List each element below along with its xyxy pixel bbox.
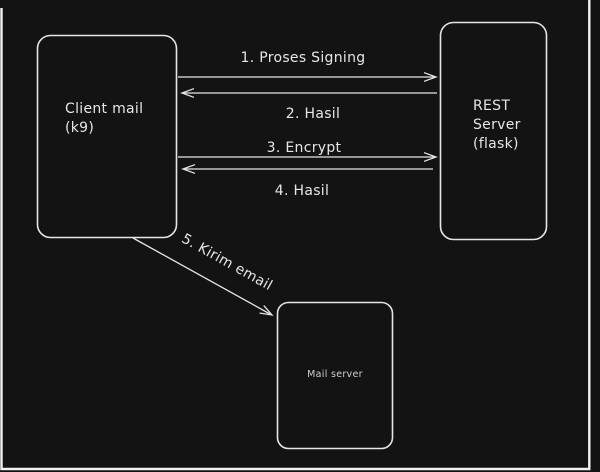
edge-5-line <box>132 237 271 315</box>
edge-2-label: 2. Hasil <box>286 106 340 122</box>
edge-4-hasil: 4. Hasil <box>181 164 433 199</box>
node-rest-server: REST Server (flask) <box>439 21 548 241</box>
rest-server-box <box>439 21 548 241</box>
edge-2-hasil: 2. Hasil <box>180 88 437 122</box>
client-mail-label-line2: (k9) <box>65 120 94 136</box>
rest-server-label-line1: REST <box>473 98 510 114</box>
edge-1-arrowhead-right <box>423 72 438 82</box>
client-mail-label-line1: Client mail <box>65 101 143 117</box>
mail-server-label: Mail server <box>307 369 363 380</box>
edge-5-label: 5. Kirim email <box>179 231 275 294</box>
rest-server-label-line3: (flask) <box>473 136 519 152</box>
edge-4-arrowhead-left <box>181 164 196 174</box>
node-mail-server: Mail server <box>276 301 394 450</box>
edge-2-arrowhead-left <box>180 88 195 98</box>
edge-5-arrowhead <box>259 305 274 316</box>
mail-server-box <box>276 301 394 450</box>
edge-3-arrowhead-right <box>423 152 438 162</box>
node-client-mail: Client mail (k9) <box>36 34 178 239</box>
rest-server-label-line2: Server <box>473 117 521 133</box>
edge-5-kirim-email: 5. Kirim email <box>132 231 275 316</box>
client-mail-box <box>36 34 178 239</box>
edge-1-proses-signing: 1. Proses Signing <box>178 50 438 82</box>
edge-1-label: 1. Proses Signing <box>241 50 366 66</box>
edge-3-label: 3. Encrypt <box>267 140 342 156</box>
edge-3-encrypt: 3. Encrypt <box>178 140 438 162</box>
edge-4-label: 4. Hasil <box>275 183 329 199</box>
